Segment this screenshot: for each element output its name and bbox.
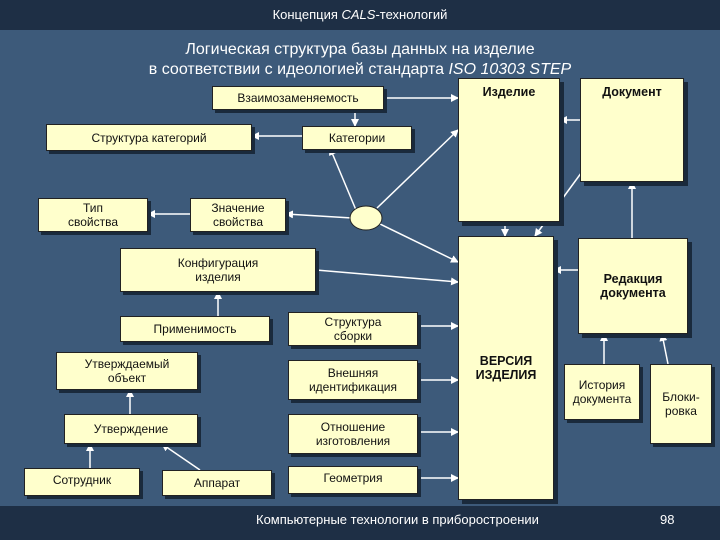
node-kategorii: Категории: [302, 126, 412, 150]
node-konfig-line1: Конфигурация: [177, 256, 259, 270]
node-istoriya-line1: История: [578, 378, 626, 392]
node-tip-line2: свойства: [67, 215, 119, 229]
node-apparat-label: Аппарат: [193, 476, 241, 490]
node-geometriya-label: Геометрия: [323, 471, 383, 485]
node-dokument: Документ: [580, 78, 684, 182]
node-znachenie-line2: свойства: [212, 215, 264, 229]
node-izdelie-label: Изделие: [482, 85, 536, 99]
node-struktura-line1: Структура: [324, 315, 382, 329]
header-bar: Концепция CALS-технологий: [0, 0, 720, 30]
node-primenimost: Применимость: [120, 316, 270, 342]
node-utverzhdenie: Утверждение: [64, 414, 198, 444]
node-blokirovka: Блоки-ровка: [650, 364, 712, 444]
footer-bar: [0, 506, 720, 540]
title-line-2-start: в соответствии с идеологией стандарта: [148, 61, 449, 78]
node-sotrudnik: Сотрудник: [24, 468, 140, 496]
slide-title: Логическая структура базы данных на изде…: [0, 40, 720, 80]
node-blokirovka-line2: ровка: [665, 404, 697, 418]
edge-apparat-utverzhdenie: [161, 443, 201, 471]
node-apparat: Аппарат: [162, 470, 272, 496]
header-lead: Концепция: [272, 7, 342, 22]
edge-hub-izdelie: [376, 129, 459, 209]
page-number: 98: [660, 512, 675, 527]
node-otnoshenie-line2: изготовления: [315, 434, 391, 448]
node-versiya-line2: ИЗДЕЛИЯ: [475, 368, 537, 382]
footer-text: Компьютерные технологии в приборостроени…: [256, 512, 539, 527]
node-tip-line1: Тип: [82, 201, 103, 215]
node-utverzhdenie-label: Утверждение: [93, 422, 169, 436]
connection-hub: [349, 205, 383, 231]
node-vneshnyaya-line2: идентификация: [308, 380, 398, 394]
header-rest: -технологий: [375, 7, 448, 22]
node-vneshnyaya-line1: Внешняя: [327, 366, 379, 380]
edge-hub-znachenie: [285, 210, 353, 219]
node-utverzhdaemyi-line2: объект: [107, 371, 147, 385]
node-struktura-line2: сборки: [333, 329, 373, 343]
node-primenimost-label: Применимость: [153, 322, 237, 336]
node-redakciya-line2: документа: [600, 286, 666, 300]
node-izdelie: Изделие: [458, 78, 560, 222]
node-otnoshenie-line1: Отношение: [320, 420, 386, 434]
edge-blokirovka-redakciya: [659, 333, 669, 365]
node-utverzhdaemyi-line1: Утверждаемый: [84, 357, 170, 371]
node-redakciya-line1: Редакция: [603, 272, 663, 286]
edge-hub-kategorii: [329, 147, 357, 211]
node-blokirovka-label: Блоки-ровка: [662, 390, 700, 418]
node-struktura-kategoriy: Структура категорий: [46, 124, 252, 151]
node-versiya-line1: ВЕРСИЯ: [479, 354, 533, 368]
header-accent: CALS: [341, 7, 376, 22]
title-line-1: Логическая структура базы данных на изде…: [185, 41, 535, 58]
node-dokument-label: Документ: [602, 85, 662, 99]
edge-konfig-versiya: [315, 269, 459, 286]
node-istoriya-line2: документа: [572, 392, 632, 406]
node-konfig-line2: изделия: [195, 270, 241, 284]
node-vzaimozamenyaemost-label: Взаимозаменяемость: [237, 91, 359, 105]
title-line-2-accent: ISO 10303 STEP: [448, 61, 572, 78]
node-geometriya: Геометрия: [288, 466, 418, 494]
node-kategorii-label: Категории: [328, 131, 386, 145]
node-vzaimozamenyaemost: Взаимозаменяемость: [212, 86, 384, 110]
node-blokirovka-line1: Блоки-: [662, 390, 700, 404]
node-struktura-kategoriy-label: Структура категорий: [91, 130, 207, 145]
node-sotrudnik-label: Сотрудник: [52, 473, 112, 487]
title-line-2: в соответствии с идеологией стандарта IS…: [0, 60, 720, 80]
edge-hub-versiya: [379, 223, 459, 263]
node-znachenie-line1: Значение: [211, 201, 265, 215]
